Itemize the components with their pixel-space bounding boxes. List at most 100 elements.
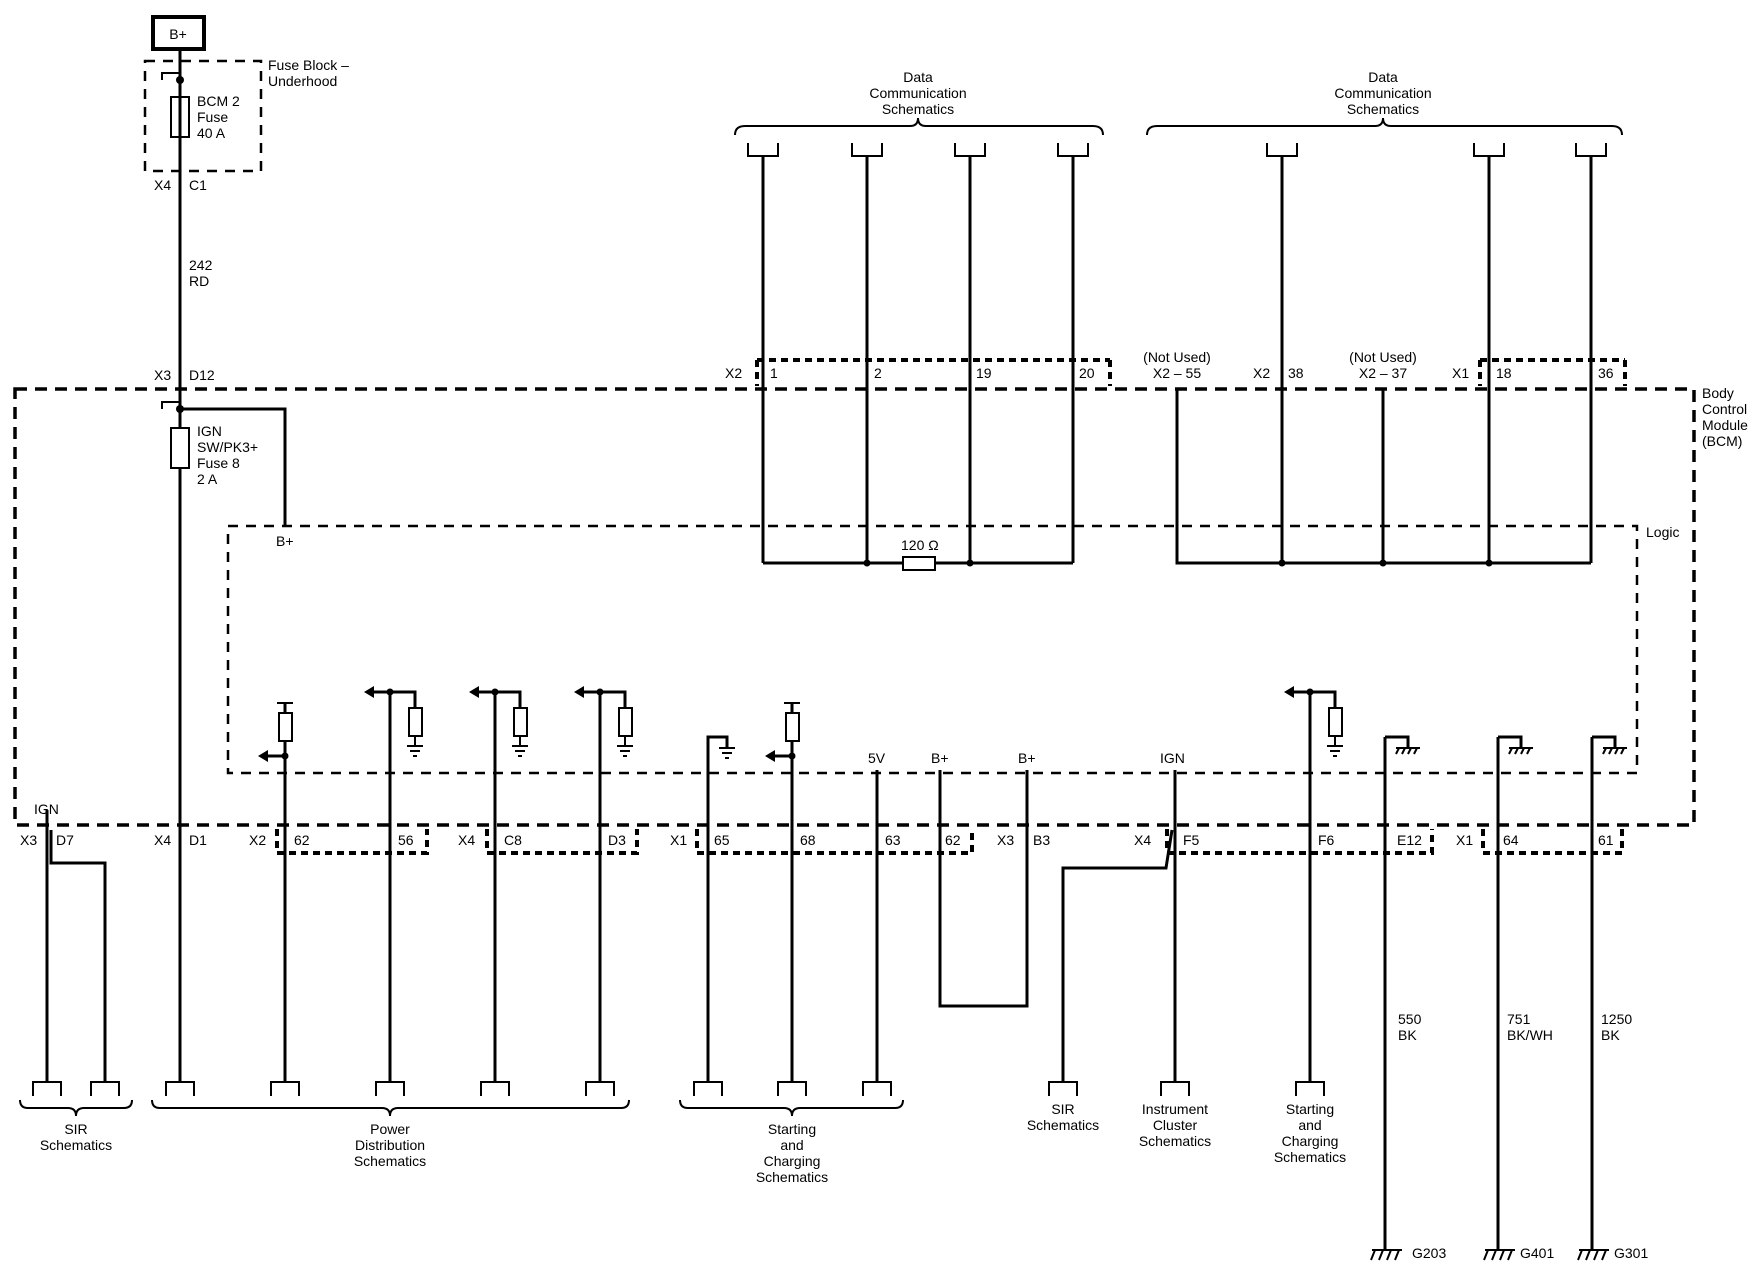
pin-18: 18 xyxy=(1496,365,1512,381)
resistor-label: 120 Ω xyxy=(901,537,939,553)
x4f-bottom-connector xyxy=(1165,829,1434,855)
bplus-loop xyxy=(938,770,1029,1008)
logic-bplus: B+ xyxy=(276,533,294,549)
svg-text:68: 68 xyxy=(800,832,816,848)
svg-text:E12: E12 xyxy=(1397,832,1422,848)
logic-label: Logic xyxy=(1646,524,1679,540)
x1-top-connector xyxy=(1478,358,1627,386)
terminating-resistor xyxy=(902,556,936,571)
inner-bplus-b3: B+ xyxy=(1018,750,1036,766)
svg-text:X1: X1 xyxy=(670,832,687,848)
battery-positive-box: B+ xyxy=(151,15,206,51)
svg-text:61: 61 xyxy=(1598,832,1614,848)
ground-g203: G203 xyxy=(1412,1245,1446,1261)
fuse-block-outline xyxy=(143,59,263,173)
svg-text:D7: D7 xyxy=(56,832,74,848)
pin-x2-37: X2 – 37 xyxy=(1359,365,1407,381)
ground-g401: G401 xyxy=(1520,1245,1554,1261)
x4-bottom-connector xyxy=(485,829,639,855)
pd-output-3 xyxy=(469,686,528,1083)
svg-text:X1: X1 xyxy=(1456,832,1473,848)
chassis-ground-symbols xyxy=(1370,1249,1609,1261)
bcm-outline xyxy=(13,387,1696,827)
pin-19: 19 xyxy=(976,365,992,381)
sc-brace xyxy=(679,1099,904,1117)
ign-wires xyxy=(1061,770,1177,1083)
svg-text:65: 65 xyxy=(714,832,730,848)
pd-brace xyxy=(151,1099,630,1117)
pd-output-4 xyxy=(574,686,633,1083)
bottom-connectors xyxy=(32,1081,1325,1096)
ground-g301: G301 xyxy=(1614,1245,1648,1261)
svg-text:B+: B+ xyxy=(169,26,187,42)
data-comm-brace-1 xyxy=(734,117,1104,136)
svg-text:64: 64 xyxy=(1503,832,1519,848)
pin-d12: D12 xyxy=(189,367,215,383)
svg-text:62: 62 xyxy=(945,832,961,848)
not-used-label-2: (Not Used) xyxy=(1349,349,1417,365)
pin-38: 38 xyxy=(1288,365,1304,381)
svg-text:56: 56 xyxy=(398,832,414,848)
logic-outline xyxy=(226,524,1639,775)
sc-output-f6 xyxy=(1284,686,1343,1083)
ign-sir-label: IGN xyxy=(34,801,59,817)
pin-1: 1 xyxy=(770,365,778,381)
pin-2: 2 xyxy=(874,365,882,381)
svg-text:F5: F5 xyxy=(1183,832,1200,848)
svg-text:F6: F6 xyxy=(1318,832,1335,848)
svg-text:C8: C8 xyxy=(504,832,522,848)
svg-text:62: 62 xyxy=(294,832,310,848)
data-comm-brace-2 xyxy=(1146,117,1623,136)
svg-text:X2: X2 xyxy=(249,832,266,848)
svg-text:63: 63 xyxy=(885,832,901,848)
svg-text:D3: D3 xyxy=(608,832,626,848)
svg-text:B3: B3 xyxy=(1033,832,1050,848)
pin-x3: X3 xyxy=(154,367,171,383)
pin-x1-top: X1 xyxy=(1452,365,1469,381)
pin-36: 36 xyxy=(1598,365,1614,381)
pin-x2-38-conn: X2 xyxy=(1253,365,1270,381)
pin-x2-55: X2 – 55 xyxy=(1153,365,1201,381)
fuse-block-label: Fuse Block –Underhood xyxy=(268,57,349,89)
svg-text:X4: X4 xyxy=(458,832,475,848)
sc-output-65 xyxy=(706,735,735,1083)
sc-output-68 xyxy=(765,702,800,1083)
data-comm-connectors xyxy=(747,143,1607,157)
inner-5v: 5V xyxy=(868,750,886,766)
svg-text:X3: X3 xyxy=(997,832,1014,848)
not-used-label-1: (Not Used) xyxy=(1143,349,1211,365)
svg-text:D1: D1 xyxy=(189,832,207,848)
ground-wires xyxy=(1383,735,1627,1250)
pd-output-1 xyxy=(258,702,293,1083)
bottom-pin-labels: X3 D7 X4 D1 X2 62 56 X4 C8 D3 X1 65 68 6… xyxy=(20,832,1614,848)
pin-20: 20 xyxy=(1079,365,1095,381)
sir-wires xyxy=(45,810,107,1083)
pin-x2-top: X2 xyxy=(725,365,742,381)
x2-top-connector xyxy=(755,358,1112,386)
x1-bottom-connector xyxy=(695,829,974,855)
inner-ign: IGN xyxy=(1160,750,1185,766)
inner-bplus-62: B+ xyxy=(931,750,949,766)
svg-text:X3: X3 xyxy=(20,832,37,848)
sir-brace xyxy=(19,1099,133,1117)
x1-ground-connector xyxy=(1481,829,1624,855)
ign-fuse-feed xyxy=(180,407,287,526)
pin-x4: X4 xyxy=(154,177,171,193)
pd-output-2 xyxy=(364,686,423,1083)
svg-text:X4: X4 xyxy=(1134,832,1151,848)
svg-text:X4: X4 xyxy=(154,832,171,848)
